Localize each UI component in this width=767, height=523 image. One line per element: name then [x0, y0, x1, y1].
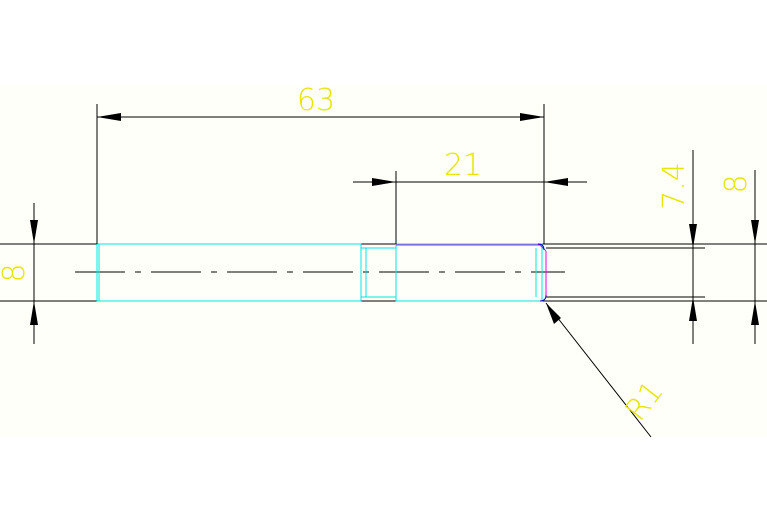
dim63-arrow-right: [520, 113, 544, 121]
right-section-outline: [395, 243, 543, 302]
r1-leader: [545, 302, 652, 438]
dim21-arrow-right: [544, 178, 568, 186]
dim63-arrow-left: [97, 113, 121, 121]
dim-overall-length: 63: [297, 83, 335, 118]
dim-section-length: 21: [444, 148, 482, 183]
r1-leader-arrow: [546, 303, 561, 324]
dim8-left-arrow-top: [30, 220, 38, 244]
dim-groove-diameter: 7.4: [657, 162, 692, 210]
left-shaft-outline: [96, 243, 362, 302]
fillet-corner-bottom: [539, 294, 547, 302]
dim-right-diameter: 8: [719, 174, 754, 193]
highlight-corner-line: [539, 244, 547, 252]
dim8-right-arrow-bottom: [751, 301, 759, 325]
dim74-arrow-bottom: [689, 297, 697, 321]
arrowheads: [30, 113, 759, 325]
dim-left-diameter: 8: [0, 263, 32, 282]
dim8-left-arrow-bottom: [30, 301, 38, 325]
dim74-arrow-top: [689, 224, 697, 248]
fillet-corner: [537, 243, 545, 251]
dim8-right-arrow-top: [751, 220, 759, 244]
dim21-arrow-left: [372, 178, 396, 186]
drawing-background: [0, 85, 767, 437]
